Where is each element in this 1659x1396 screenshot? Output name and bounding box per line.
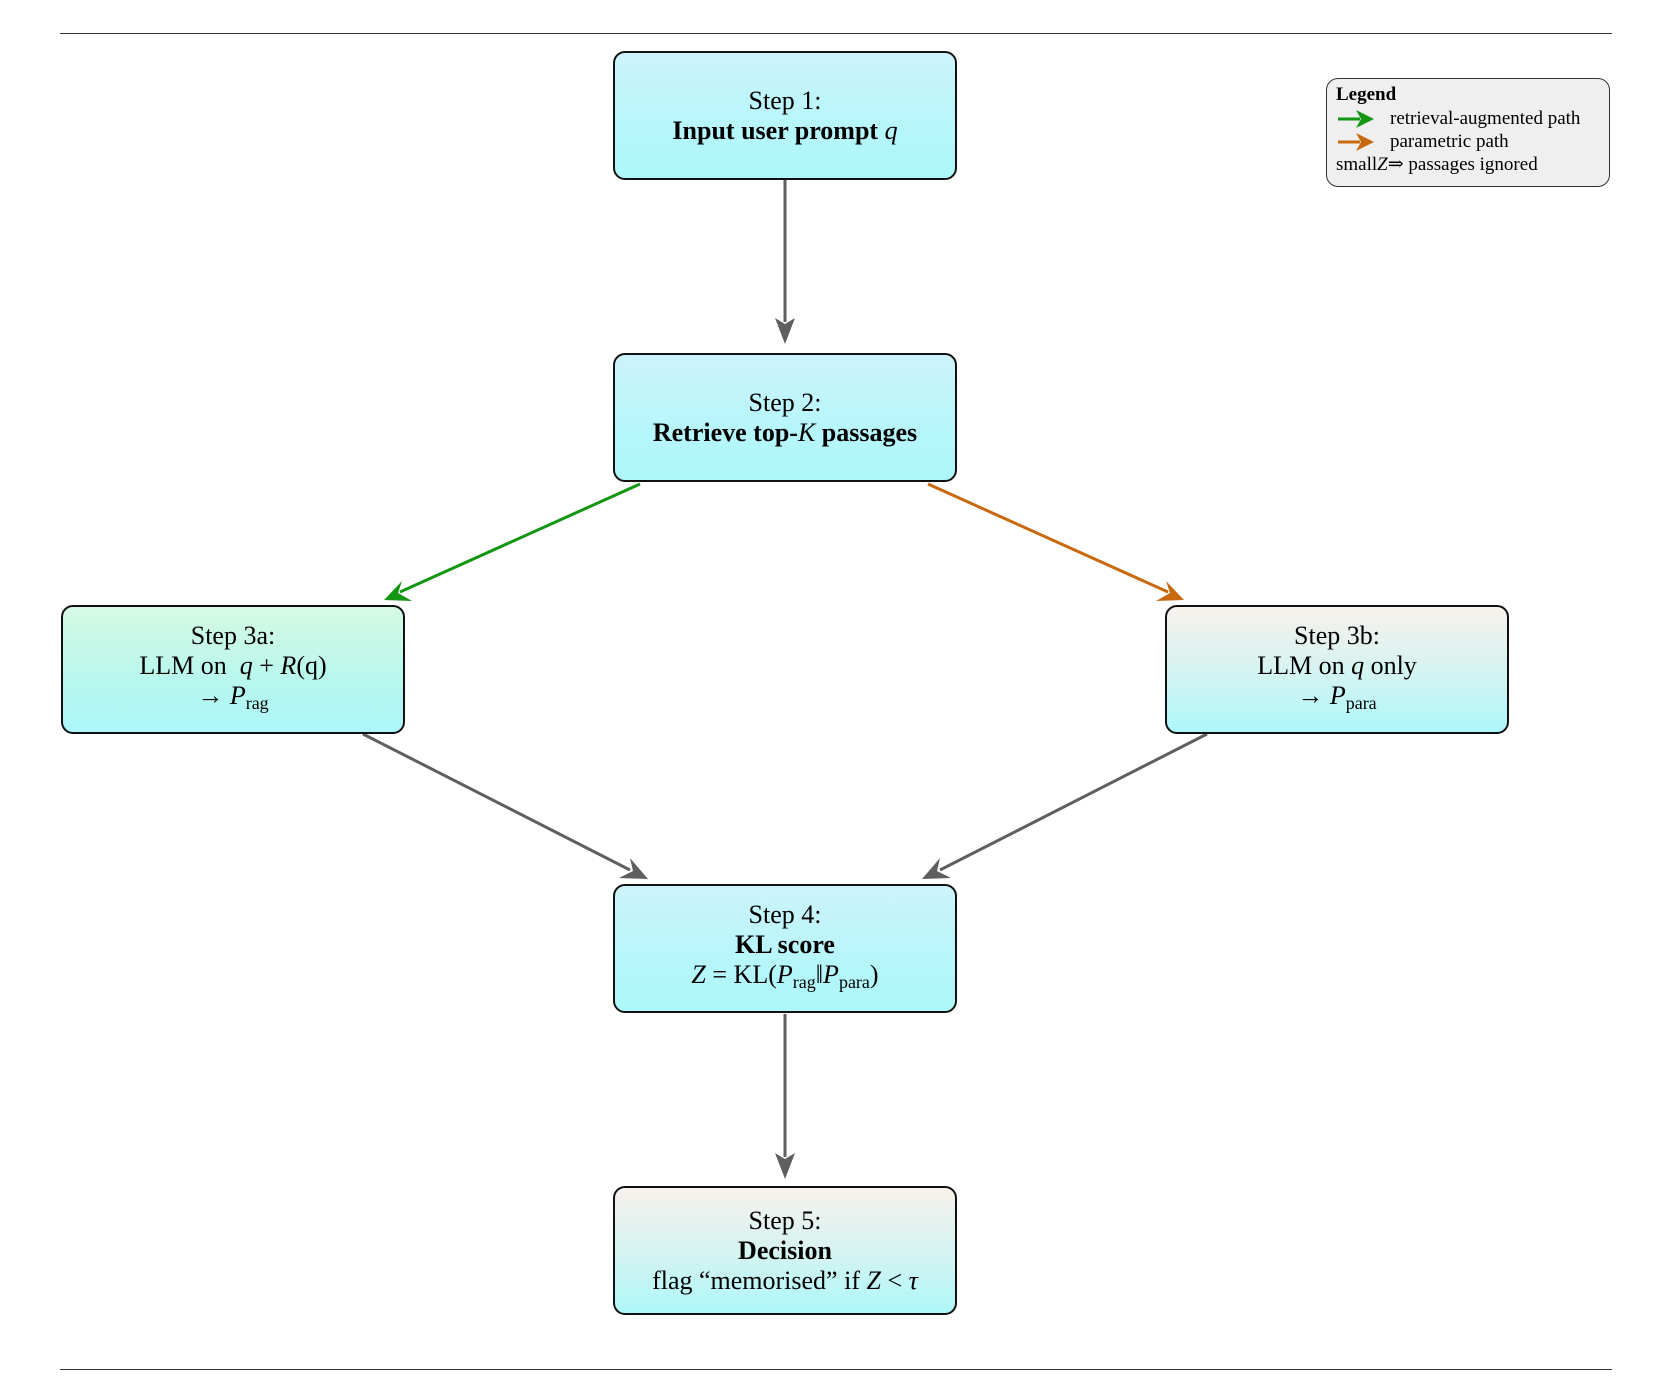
- arrow-step4-to-step5: [775, 1014, 795, 1179]
- green-arrow-icon: [1338, 109, 1374, 128]
- legend-note-z: Z: [1377, 153, 1388, 175]
- step2-title: Retrieve top-K passages: [653, 418, 917, 448]
- step4-close: ): [869, 960, 879, 989]
- step3b-text-pre: LLM on: [1257, 651, 1345, 680]
- step2-title-post: passages: [815, 417, 918, 447]
- step3b-text-post: only: [1370, 651, 1417, 680]
- legend-item-retrieval-label: retrieval-augmented path: [1390, 107, 1581, 129]
- step3a-output: → Prag: [197, 681, 268, 718]
- arrow-step3a-to-step4: [362, 732, 648, 879]
- step5-lt: <: [880, 1265, 909, 1295]
- orange-arrow-icon: [1338, 132, 1374, 151]
- step1-math-q: q: [884, 115, 898, 145]
- step3b-node: Step 3b: LLM on q only → Ppara: [1165, 605, 1509, 734]
- step4-label: Step 4:: [748, 900, 822, 929]
- step3b-label: Step 3b:: [1294, 621, 1380, 650]
- step4-node: Step 4: KL score Z = KL(Prag‖Ppara): [613, 884, 957, 1013]
- legend-note-pre: small: [1336, 153, 1378, 175]
- step4-eq: = KL(: [705, 960, 777, 989]
- step4-p1-sub: rag: [792, 972, 816, 992]
- step3a-math-arg: (q): [296, 651, 327, 680]
- bottom-rule: [60, 1369, 1612, 1370]
- legend: Legend retrieval-augmented path parametr…: [1326, 78, 1610, 187]
- step1-title-text: Input user prompt: [672, 115, 879, 145]
- legend-item-retrieval: retrieval-augmented path: [1336, 107, 1609, 130]
- step3a-p: P: [229, 681, 246, 710]
- step3a-node: Step 3a: LLM on q + R(q) → Prag: [61, 605, 405, 734]
- legend-title: Legend: [1336, 84, 1397, 105]
- step2-title-pre: Retrieve top-: [652, 417, 798, 447]
- arrow-step2-to-step3b: [927, 482, 1184, 601]
- step4-bar: ‖: [815, 960, 824, 989]
- step1-node: Step 1: Input user prompt q: [613, 51, 957, 180]
- step3b-line: LLM on q only: [1257, 651, 1417, 681]
- legend-note-post: ⇒ passages ignored: [1387, 153, 1538, 175]
- step3a-math-r: R: [280, 651, 297, 680]
- step5-rule: flag “memorised” if Z < τ: [652, 1266, 918, 1296]
- step5-tau: τ: [908, 1265, 918, 1295]
- step4-title: KL score: [735, 930, 835, 959]
- step3a-text: LLM on: [139, 651, 227, 680]
- step4-formula: Z = KL(Prag‖Ppara): [691, 960, 878, 997]
- arrow-step1-to-step2: [775, 180, 795, 344]
- legend-item-parametric: parametric path: [1336, 130, 1609, 153]
- top-rule: [60, 33, 1612, 34]
- step1-title: Input user prompt q: [672, 116, 897, 146]
- step1-label: Step 1:: [748, 85, 822, 115]
- step4-p2: P: [823, 960, 839, 989]
- step2-math-k: K: [797, 417, 816, 447]
- step5-text: flag “memorised” if: [652, 1265, 860, 1295]
- step4-z: Z: [691, 960, 706, 989]
- step3a-arrow: →: [197, 681, 224, 710]
- step4-p2-sub: para: [838, 972, 870, 992]
- arrow-step3b-to-step4: [922, 732, 1208, 879]
- step3a-math-q: q: [239, 651, 253, 680]
- step3b-output: → Ppara: [1297, 681, 1376, 718]
- step3b-p-sub: para: [1345, 693, 1377, 713]
- step5-node: Step 5: Decision flag “memorised” if Z <…: [613, 1186, 957, 1315]
- step3a-p-sub: rag: [245, 693, 269, 713]
- step5-title: Decision: [738, 1235, 832, 1265]
- step4-p1: P: [776, 960, 793, 989]
- step3a-op: +: [252, 651, 281, 680]
- step3b-arrow: →: [1297, 681, 1324, 710]
- step2-label: Step 2:: [748, 387, 822, 417]
- step3a-line: LLM on q + R(q): [139, 651, 326, 681]
- legend-item-parametric-label: parametric path: [1390, 130, 1509, 152]
- step3b-math-q: q: [1351, 651, 1365, 680]
- step2-node: Step 2: Retrieve top-K passages: [613, 353, 957, 482]
- step3a-label: Step 3a:: [190, 621, 276, 650]
- step3b-p: P: [1329, 681, 1346, 710]
- step5-label: Step 5:: [748, 1205, 822, 1235]
- arrow-step2-to-step3a: [384, 482, 641, 601]
- step5-z: Z: [866, 1265, 881, 1295]
- legend-note: small Z ⇒ passages ignored: [1336, 153, 1609, 176]
